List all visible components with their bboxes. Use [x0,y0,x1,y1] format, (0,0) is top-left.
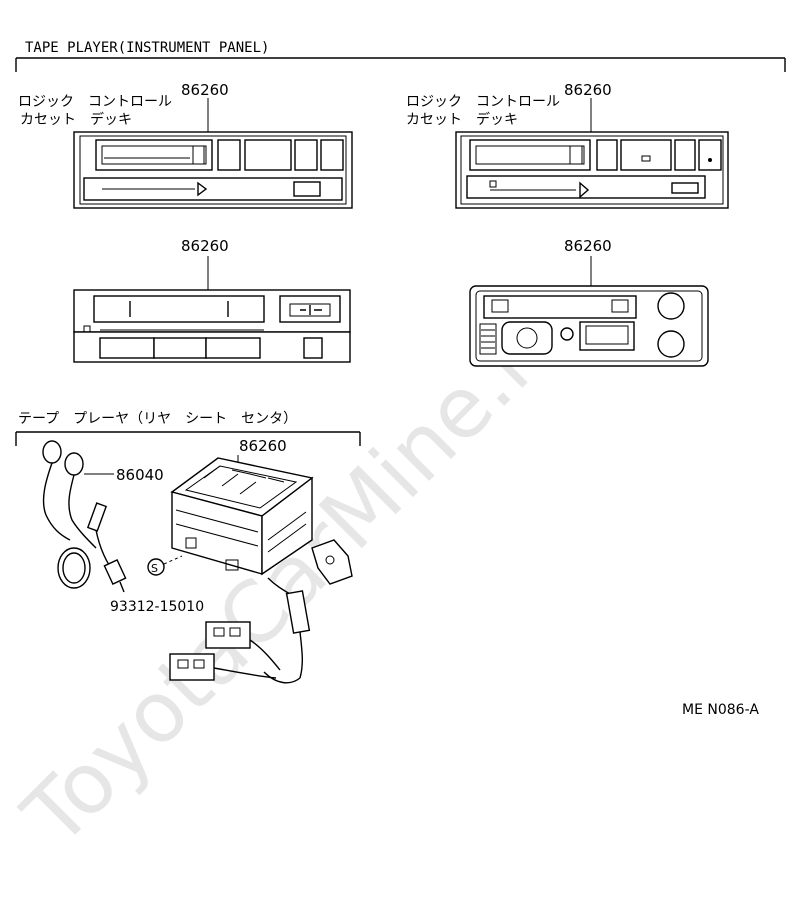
screw-leader [163,555,183,565]
unit-2-tuner-mark [489,180,497,188]
unit-3-part-number: 86260 [181,237,229,255]
headphone-plug [103,559,127,585]
unit-1-display [244,139,292,171]
unit-4-tuning-knob [657,330,685,358]
unit-1-part-number: 86260 [181,81,229,99]
headphone-plug-tip [119,581,125,593]
unit-5-bracket-hole [325,555,335,565]
unit-3-direction-button [289,303,331,317]
unit-1-tuner-button [293,181,321,197]
unit-2-cassette-slot [469,139,591,171]
earbud-left [42,440,62,464]
unit-1-cassette-door [101,145,207,165]
unit-3-preset-3 [205,337,261,359]
unit-2-display [620,139,672,171]
unit-5-front-ridges [175,509,259,547]
unit-1-desc-line1: ロジック コントロール [18,94,172,110]
unit-4-bezel [475,290,703,362]
connector-upper-pin [229,627,241,637]
unit-5-cable-sleeve [285,590,311,634]
unit-5-jack-2 [225,559,239,571]
unit-2-button-a [596,139,618,171]
connector-wires [213,639,281,679]
unit-1-bezel [79,135,347,205]
unit-4-display-bar [483,295,637,319]
unit-1-cassette-slot [95,139,213,171]
unit-4-volume-knob [657,292,685,320]
unit-4-cassette-deck: 86260 [469,237,709,367]
cord-coil-inner [62,552,86,584]
unit-4-tape-label [585,325,629,345]
unit-1-button-a [217,139,241,171]
reference-code: ME N086-A [682,702,759,718]
unit-2-button-c [698,139,722,171]
connector-lower [169,653,215,681]
headphones-part-number: 86040 [116,466,164,484]
unit-4-grill [479,323,497,355]
headphone-cord-right [68,474,97,549]
unit-4-reel [516,327,538,349]
unit-2-indicator [641,155,651,162]
section-title-instrument: TAPE PLAYER(INSTRUMENT PANEL) [25,40,269,56]
unit-1-eject-grill [192,145,205,165]
connector-upper [205,621,251,649]
screw-part-number: 93312-15010 [110,599,204,615]
unit-3-preset-1 [99,337,155,359]
earbud-right [64,452,84,476]
unit-2-logic-cassette-deck: 86260 ロジック コントロール カセット デッキ [406,81,729,209]
unit-2-part-number: 86260 [564,81,612,99]
unit-1-logic-cassette-deck: 86260 ロジック コントロール カセット デッキ [18,81,353,209]
connector-upper-pin [213,627,225,637]
screw-symbol-letter: S [151,562,158,575]
unit-3-cassette-deck: 86260 [73,237,351,363]
unit-1-button-c [320,139,344,171]
rear-seat-section: テープ プレーヤ（リヤ シート センタ） [15,411,361,446]
unit-4-cassette-door [501,321,553,355]
unit-4-display-right [611,299,629,313]
unit-4-display-left [491,299,509,313]
unit-3-cassette-window [93,295,265,323]
unit-2-tuner-panel [466,175,706,199]
unit-2-bezel [460,135,724,205]
cord-coil-outer [57,547,91,589]
unit-5-mounting-bracket [311,539,353,585]
unit-1-tuner-panel [83,177,343,201]
unit-2-tuner-button [671,182,699,194]
unit-4-small-knob [560,327,574,341]
instrument-panel-section: TAPE PLAYER(INSTRUMENT PANEL) [15,40,786,72]
unit-1-desc-line2: カセット デッキ [20,111,132,128]
unit-4-tape-window [579,321,635,351]
unit-4-part-number: 86260 [564,237,612,255]
unit-2-desc-line1: ロジック コントロール [406,94,560,110]
unit-5-control-buttons [203,465,285,495]
unit-5-jack [185,537,197,549]
unit-3-knob-button [303,337,323,359]
unit-5-side-ridges [267,511,307,553]
unit-5-cable-down [299,631,303,679]
connector-lower-pin [177,659,189,669]
unit-2-tuner-knob [579,181,590,199]
unit-1-tuner-knob [197,181,208,197]
unit-2-button-b [674,139,696,171]
unit-5-part-number: 86260 [239,437,287,455]
unit-5-cable-loop [263,671,301,684]
unit-3-direction-arrows [300,305,322,315]
section-title-rear: テープ プレーヤ（リヤ シート センタ） [18,411,297,427]
unit-3-preset-2 [153,337,207,359]
volume-slider [86,502,108,532]
unit-2-cassette-door [475,145,585,165]
headphone-cord-left [42,462,71,541]
unit-2-desc-line2: カセット デッキ [406,111,518,128]
connector-lower-pin [193,659,205,669]
headphones-assembly: 86040 [42,440,164,593]
unit-5-rear-tape-player: 86260 S 93312-15010 [110,437,353,684]
unit-2-led [708,158,712,162]
unit-2-eject-grill [569,145,583,165]
unit-1-button-b [294,139,318,171]
screw-symbol-circle [147,558,165,576]
